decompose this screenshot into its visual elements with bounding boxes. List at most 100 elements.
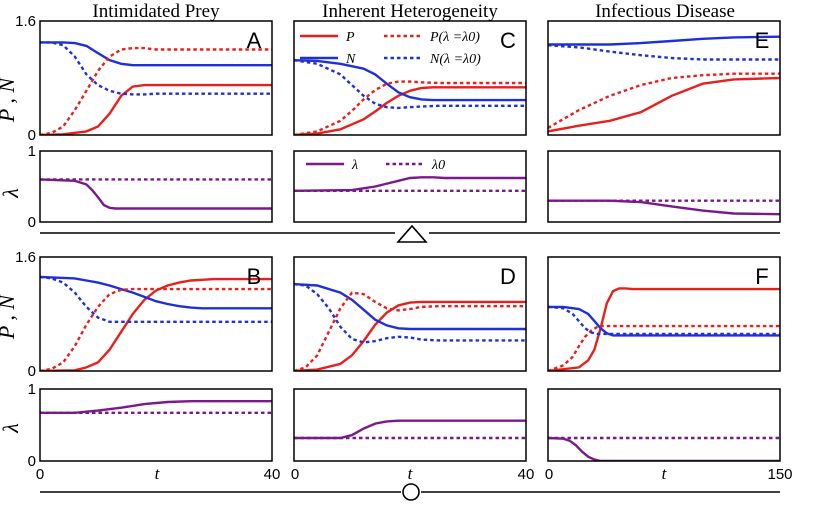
panel-frame-d bbox=[293, 256, 527, 372]
series-e-1 bbox=[548, 35, 780, 46]
x-tick-labels: 0 t 40 0 t 40 0 t 150 bbox=[36, 464, 793, 483]
series-e-3 bbox=[548, 44, 780, 61]
series-b-1 bbox=[40, 275, 272, 310]
ytick-top-a-lambda: 1 bbox=[28, 143, 36, 160]
series-a-3 bbox=[40, 41, 272, 96]
ytick-top-a: 1.6 bbox=[15, 13, 36, 30]
panel-frame-e-lambda bbox=[547, 150, 781, 223]
series-f-3 bbox=[548, 305, 780, 336]
series-b-3 bbox=[40, 275, 272, 323]
series-c-0 bbox=[294, 86, 526, 135]
series-d-0 bbox=[294, 300, 526, 371]
panel-letter-d: D bbox=[500, 264, 516, 289]
panel-d-lambda bbox=[293, 388, 527, 462]
series-a-1 bbox=[40, 41, 272, 67]
panel-e: E bbox=[547, 20, 781, 136]
panel-e-lambda bbox=[547, 150, 781, 223]
legend-item-p: P bbox=[300, 30, 355, 45]
ylabel-pn-top: P , N bbox=[0, 77, 19, 124]
ylabel-lambda-top: λ bbox=[0, 188, 23, 199]
series-c-lambda-0 bbox=[294, 176, 526, 192]
y-axis-labels: P , N λ P , N λ bbox=[0, 77, 23, 434]
series-c-3 bbox=[294, 59, 526, 110]
ytick-bottom-b: 0 bbox=[28, 363, 36, 380]
panel-letter-c: C bbox=[500, 28, 516, 53]
legend-label-p: P bbox=[345, 30, 355, 45]
ytick-bottom-b-lambda: 0 bbox=[28, 453, 36, 470]
legend-item-n: N bbox=[300, 52, 356, 67]
series-f-1 bbox=[548, 305, 780, 337]
panel-frame-b bbox=[39, 256, 273, 372]
ytick-top-b-lambda: 1 bbox=[28, 381, 36, 398]
series-b-0 bbox=[40, 277, 272, 371]
ylabel-lambda-bottom: λ bbox=[0, 423, 23, 434]
panel-f: F bbox=[547, 256, 781, 372]
panel-d: D bbox=[293, 256, 527, 372]
ylabel-pn-bottom: P , N bbox=[0, 294, 19, 341]
legend-label-n: N bbox=[345, 52, 356, 67]
legend-item-n-lambda0: N(λ =λ0) bbox=[384, 52, 481, 67]
divider-top bbox=[40, 224, 780, 243]
legend-label-p-lambda0: P(λ =λ0) bbox=[429, 30, 480, 45]
panel-frame-f bbox=[547, 256, 781, 372]
series-b-2 bbox=[40, 287, 272, 371]
panel-letter-a: A bbox=[247, 28, 262, 53]
series-e-2 bbox=[548, 72, 780, 129]
panel-frame-c-lambda bbox=[293, 150, 527, 223]
legends-layer: P P(λ =λ0) N N(λ =λ0) λ λ0 bbox=[300, 30, 481, 173]
panel-frame-d-lambda bbox=[293, 388, 527, 462]
legend-item-p-lambda0: P(λ =λ0) bbox=[384, 30, 480, 45]
panel-letter-b: B bbox=[247, 264, 262, 289]
series-f-lambda-0 bbox=[548, 436, 780, 461]
panel-frame-c bbox=[293, 20, 527, 136]
ytick-bottom-a: 0 bbox=[28, 127, 36, 144]
xtick-middle-40: 40 bbox=[518, 466, 535, 483]
series-e-lambda-0 bbox=[548, 199, 780, 216]
series-f-0 bbox=[548, 287, 780, 371]
xtick-middle-0: 0 bbox=[291, 466, 299, 483]
panel-b: 1.6 0 B bbox=[15, 249, 273, 380]
circle-icon bbox=[402, 483, 420, 501]
legend-item-lambda: λ bbox=[306, 158, 358, 173]
legend-label-lambda0: λ0 bbox=[431, 158, 445, 173]
series-d-3 bbox=[294, 282, 526, 344]
legend-label-n-lambda0: N(λ =λ0) bbox=[429, 52, 481, 67]
series-a-2 bbox=[40, 46, 272, 135]
column-titles: Intimidated Prey Inherent Heterogeneity … bbox=[92, 1, 734, 22]
col-title-right: Infectious Disease bbox=[595, 1, 735, 22]
series-f-2 bbox=[548, 324, 780, 371]
panel-f-lambda bbox=[547, 388, 781, 462]
legend-label-lambda: λ bbox=[351, 158, 358, 173]
divider-bottom bbox=[40, 483, 780, 501]
xlabel-right: t bbox=[662, 464, 668, 483]
panel-b-lambda: 10 bbox=[28, 381, 273, 470]
ytick-bottom-a-lambda: 0 bbox=[28, 214, 36, 231]
series-b-lambda-0 bbox=[40, 400, 272, 414]
xtick-right-0: 0 bbox=[545, 466, 553, 483]
xtick-left-40: 40 bbox=[264, 466, 281, 483]
series-c-2 bbox=[294, 80, 526, 135]
series-d-lambda-0 bbox=[294, 419, 526, 440]
panel-a: 1.6 0 A bbox=[15, 13, 273, 144]
xtick-left-0: 0 bbox=[36, 466, 44, 483]
series-d-2 bbox=[294, 291, 526, 371]
panel-frame-e bbox=[547, 20, 781, 136]
panel-frame-f-lambda bbox=[547, 388, 781, 462]
xlabel-left: t bbox=[155, 464, 161, 483]
panel-letter-e: E bbox=[755, 28, 770, 53]
series-e-0 bbox=[548, 76, 780, 133]
series-c-1 bbox=[294, 59, 526, 102]
legend-item-lambda0: λ0 bbox=[386, 158, 445, 173]
series-a-lambda-0 bbox=[40, 178, 272, 210]
col-title-middle: Inherent Heterogeneity bbox=[322, 1, 498, 22]
panel-frame-b-lambda bbox=[39, 388, 273, 462]
xtick-right-150: 150 bbox=[767, 466, 792, 483]
ytick-top-b: 1.6 bbox=[15, 249, 36, 266]
xlabel-middle: t bbox=[408, 464, 414, 483]
series-a-0 bbox=[40, 83, 272, 135]
panel-frame-a bbox=[39, 20, 273, 136]
triangle-icon bbox=[396, 224, 428, 243]
panel-a-lambda: 10 bbox=[28, 143, 273, 231]
